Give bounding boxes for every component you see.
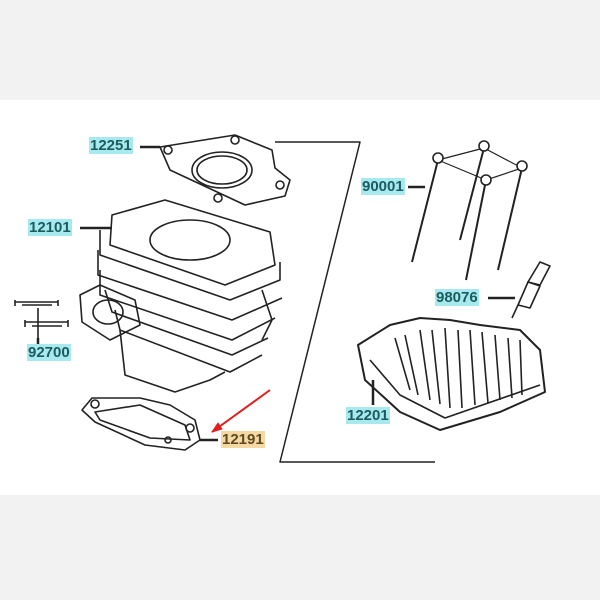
cylinder-drawing xyxy=(79,199,283,393)
parts-diagram xyxy=(0,100,600,495)
base-gasket-drawing xyxy=(81,397,201,451)
spark-plug-drawing xyxy=(511,261,551,319)
part-label-12251[interactable]: 12251 xyxy=(89,137,133,154)
diagram-drawing xyxy=(14,134,551,463)
group-bracket xyxy=(275,141,435,463)
part-label-12101[interactable]: 12101 xyxy=(28,219,72,236)
part-label-98076[interactable]: 98076 xyxy=(435,289,479,306)
part-label-12191[interactable]: 12191 xyxy=(221,431,265,448)
cylinder-head-drawing xyxy=(357,317,546,431)
part-label-90001[interactable]: 90001 xyxy=(361,178,405,195)
red-arrow xyxy=(211,389,271,433)
studs-drawing xyxy=(14,300,69,340)
leader-lines xyxy=(36,145,515,442)
head-bolts-drawing xyxy=(411,140,528,281)
head-gasket-drawing xyxy=(159,134,291,206)
part-label-12201[interactable]: 12201 xyxy=(346,407,390,424)
part-label-92700[interactable]: 92700 xyxy=(27,344,71,361)
